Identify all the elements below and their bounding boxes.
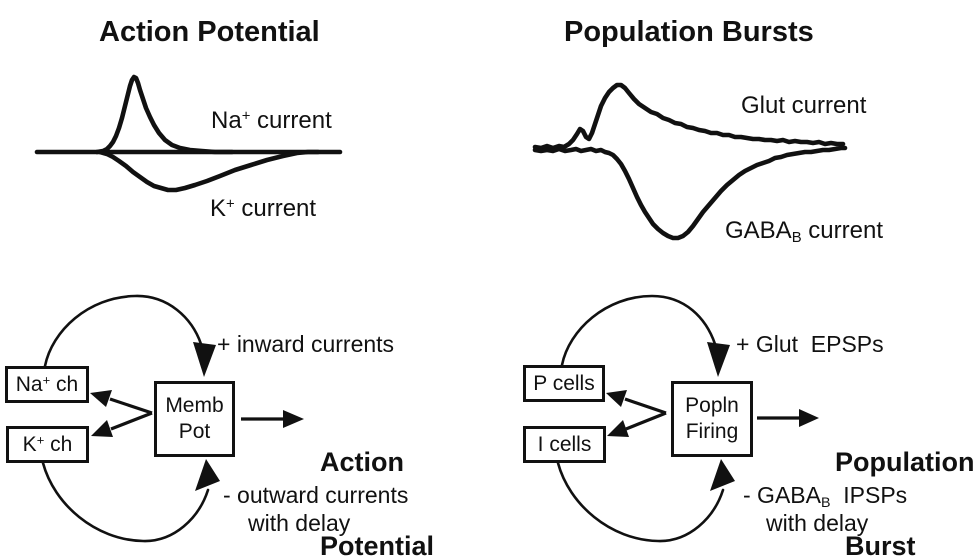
inward-currents-label: + inward currents xyxy=(217,331,395,357)
left-diagram-arrows xyxy=(41,294,304,543)
na-label-rest: current xyxy=(250,107,332,134)
k-label-sup: + xyxy=(226,196,235,213)
kch-arrowhead-icon xyxy=(91,420,113,437)
k-ch-box: K+ ch xyxy=(6,426,89,463)
action-output-line2: Potential xyxy=(320,531,435,560)
k-ch-rest: ch xyxy=(44,432,73,456)
nach-arrowhead-icon xyxy=(90,390,112,407)
right-output-arrowhead-icon xyxy=(799,409,819,427)
na-current-label: Na+ current xyxy=(211,107,332,135)
gaba-ipsps-base: - GABA xyxy=(743,482,821,508)
action-potential-output-label: Action Potential xyxy=(320,392,434,560)
pcells-arrowhead-icon xyxy=(606,390,627,407)
popln-firing-line2: Firing xyxy=(685,420,739,443)
gaba-ipsps-sub: B xyxy=(820,494,831,511)
memb-pot-line2: Pot xyxy=(178,420,211,443)
k-ch-box-label: K+ ch xyxy=(23,433,73,457)
right-panel-title: Population Bursts xyxy=(564,16,814,48)
outward-with-delay-label: with delay xyxy=(248,510,351,536)
gaba-label-base: GABA xyxy=(725,217,792,244)
left-panel-title: Action Potential xyxy=(99,16,320,48)
gaba-current-trace xyxy=(532,145,848,241)
popln-to-icells-arrow xyxy=(625,411,667,431)
na-current-trace xyxy=(94,74,235,155)
na-ch-box-label: Na+ ch xyxy=(16,373,78,397)
na-label-base: Na xyxy=(211,107,242,134)
glut-epsps-label: + Glut EPSPs xyxy=(736,331,884,357)
popln-firing-box: Popln Firing xyxy=(671,381,753,457)
gaba-label-rest: current xyxy=(801,217,883,244)
outward-currents-label: - outward currents xyxy=(223,482,409,508)
icells-arrowhead-icon xyxy=(607,420,629,437)
glut-current-trace xyxy=(532,82,846,151)
gaba-ipsps-label: - GABAB IPSPs xyxy=(743,482,908,511)
gaba-current-label: GABAB current xyxy=(725,217,883,247)
p-cells-label: P cells xyxy=(533,371,595,395)
popln-to-pcells-arrow xyxy=(624,397,667,415)
i-cells-label: I cells xyxy=(537,432,592,456)
glut-current-label: Glut current xyxy=(741,92,867,119)
left-output-arrowhead-icon xyxy=(283,410,304,428)
k-label-rest: current xyxy=(234,195,317,222)
gaba-with-delay-label: with delay xyxy=(766,510,869,536)
right-diagram-arrows xyxy=(556,294,819,543)
k-current-label: K+ current xyxy=(210,195,316,223)
i-cells-box: I cells xyxy=(523,426,606,463)
right-bottom-arrowhead-icon xyxy=(710,459,735,491)
left-bottom-arrowhead-icon xyxy=(195,459,220,491)
memb-pot-line1: Memb xyxy=(165,394,224,417)
left-bottom-feedback-curve xyxy=(41,461,210,543)
memb-pot-box: Memb Pot xyxy=(154,381,235,457)
membpot-to-nach-arrow xyxy=(109,397,153,415)
population-burst-output-label: Population Burst xyxy=(835,392,974,560)
action-output-line1: Action xyxy=(320,447,404,477)
k-current-trace xyxy=(97,149,321,193)
right-top-feedback-curve xyxy=(560,294,717,367)
na-ch-sup: + xyxy=(42,372,51,387)
gaba-label-sub: B xyxy=(791,230,802,247)
gaba-ipsps-rest: IPSPs xyxy=(830,482,908,508)
p-cells-box: P cells xyxy=(523,365,605,402)
na-ch-box: Na+ ch xyxy=(5,366,89,403)
population-output-line2: Burst xyxy=(845,531,916,560)
left-traces xyxy=(34,74,343,193)
popln-firing-line1: Popln xyxy=(685,394,739,417)
k-label-base: K xyxy=(210,195,227,222)
na-label-sup: + xyxy=(241,108,251,125)
k-ch-sup: + xyxy=(36,432,45,447)
right-bottom-feedback-curve xyxy=(556,461,725,543)
k-ch-base: K xyxy=(22,432,37,456)
right-top-arrowhead-icon xyxy=(707,342,730,377)
population-output-line1: Population xyxy=(835,447,975,477)
right-traces xyxy=(532,82,848,241)
na-ch-base: Na xyxy=(15,372,43,396)
left-top-feedback-curve xyxy=(43,294,203,368)
membpot-to-kch-arrow xyxy=(110,411,153,431)
left-top-arrowhead-icon xyxy=(193,342,216,377)
na-ch-rest: ch xyxy=(50,372,79,396)
